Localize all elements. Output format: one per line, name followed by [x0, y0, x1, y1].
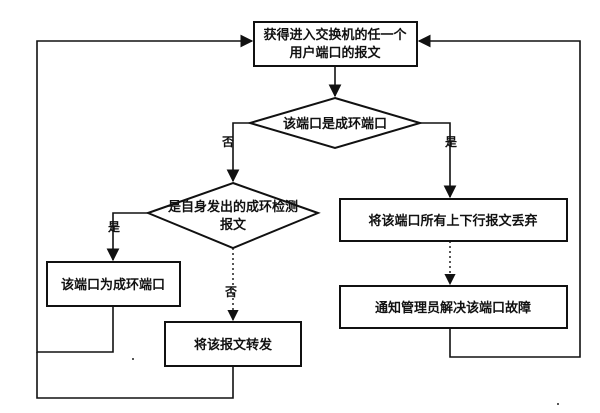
scan-dot — [557, 403, 559, 405]
start-text-line1: 获得进入交换机的任一个 — [263, 27, 407, 43]
notify-box: 通知管理员解决该端口故障 — [339, 285, 568, 329]
decision-self-line2: 报文 — [220, 217, 247, 233]
decision-loop-port: 该端口是成环端口 — [246, 96, 424, 150]
label-no-2: 否 — [224, 285, 237, 299]
notify-text: 通知管理员解决该端口故障 — [375, 300, 531, 316]
forward-box: 将该报文转发 — [164, 321, 302, 367]
arrow-decision1-no — [226, 122, 250, 183]
arrow-decision1-yes — [420, 122, 457, 199]
mark-loop-text: 该端口为成环端口 — [61, 277, 165, 293]
label-no-1: 否 — [221, 135, 234, 149]
loop-forward-to-start — [36, 352, 234, 399]
loop-notify-to-start — [417, 34, 581, 358]
decision-self-line1: 是自身发出的成环检测 — [167, 199, 298, 215]
decision-self-sent: 是自身发出的成环检测 报文 — [145, 181, 321, 250]
drop-text: 将该端口所有上下行报文丢弃 — [368, 213, 537, 229]
arrow-decision2-yes — [106, 212, 148, 262]
mark-loop-box: 该端口为成环端口 — [46, 261, 181, 307]
drop-box: 将该端口所有上下行报文丢弃 — [339, 198, 568, 242]
forward-text: 将该报文转发 — [194, 337, 273, 353]
start-text-line2: 用户端口的报文 — [288, 45, 381, 61]
scan-dot — [132, 358, 134, 360]
start-box: 获得进入交换机的任一个 用户端口的报文 — [253, 21, 418, 67]
label-yes-1: 是 — [444, 135, 458, 149]
label-yes-2: 是 — [107, 220, 121, 234]
decision-loop-text: 该端口是成环端口 — [283, 116, 387, 132]
